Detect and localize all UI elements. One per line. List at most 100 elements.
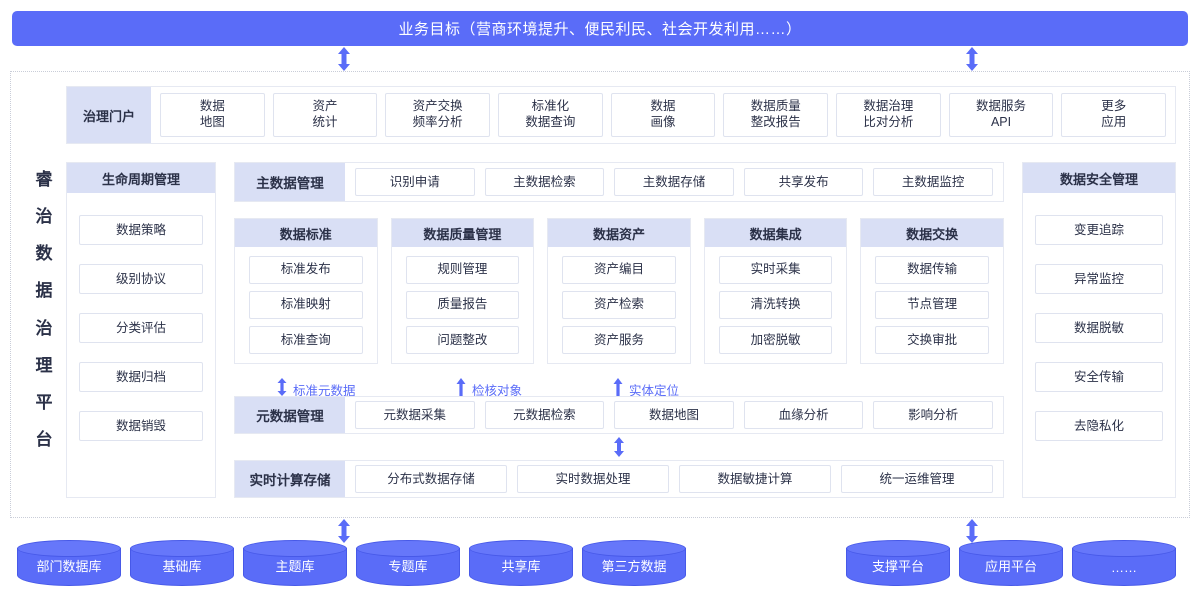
portal-item[interactable]: 数据 地图: [160, 93, 265, 137]
capability-item[interactable]: 清洗转换: [718, 290, 833, 319]
metadata-management-label: 元数据管理: [235, 397, 345, 433]
master-data-item[interactable]: 主数据检索: [484, 168, 605, 196]
realtime-item[interactable]: 分布式数据存储: [355, 465, 507, 493]
lifecycle-item[interactable]: 数据归档: [79, 362, 203, 392]
master-data-item[interactable]: 识别申请: [355, 168, 475, 196]
capability-item[interactable]: 规则管理: [405, 255, 520, 284]
cylinder-top: [959, 540, 1063, 557]
capability-column-title: 数据交换: [861, 219, 1003, 247]
security-item[interactable]: 安全传输: [1035, 362, 1163, 392]
lifecycle-item[interactable]: 数据销毁: [79, 411, 203, 441]
security-item[interactable]: 去隐私化: [1035, 411, 1163, 441]
data-source-cylinder[interactable]: 专题库: [356, 540, 460, 586]
lifecycle-item[interactable]: 分类评估: [79, 313, 203, 343]
data-source-cylinder[interactable]: 共享库: [469, 540, 573, 586]
capability-item[interactable]: 标准发布: [249, 255, 363, 284]
annotation-label: 检核对象: [472, 384, 523, 398]
metadata-item[interactable]: 血缘分析: [743, 401, 864, 429]
security-item[interactable]: 数据脱敏: [1035, 313, 1163, 343]
capability-item[interactable]: 资产服务: [562, 326, 676, 355]
capability-column-items: 实时采集 清洗转换 加密脱敏: [705, 247, 847, 363]
portal-item-line1: 资产交换: [412, 99, 463, 114]
portal-item-line1: 标准化: [531, 99, 570, 114]
portal-item[interactable]: 资产交换 频率分析: [385, 93, 491, 137]
portal-item-line2: 比对分析: [863, 115, 914, 129]
capability-item[interactable]: 交换审批: [875, 326, 989, 355]
governance-portal-label: 治理门户: [67, 87, 151, 143]
capability-item[interactable]: 问题整改: [405, 326, 520, 355]
metadata-management-items: 元数据采集 元数据检索 数据地图 血缘分析 影响分析: [345, 397, 1003, 433]
lifecycle-management-title: 生命周期管理: [67, 163, 215, 193]
master-data-item[interactable]: 主数据存储: [614, 168, 734, 196]
metadata-item[interactable]: 元数据采集: [355, 401, 475, 429]
cylinder-top: [17, 540, 121, 557]
capability-item[interactable]: 标准映射: [249, 290, 363, 319]
portal-item[interactable]: 数据服务 API: [948, 93, 1054, 137]
annotation-label: 标准元数据: [293, 384, 356, 398]
cylinder-label: 第三方数据: [601, 559, 667, 574]
annotation-entity-location: 实体定位: [612, 378, 679, 401]
platform-vertical-title: 睿 治 数 据 治 理 平 台: [24, 165, 64, 450]
metadata-item[interactable]: 数据地图: [614, 401, 734, 429]
lifecycle-item[interactable]: 级别协议: [79, 264, 203, 294]
portal-item[interactable]: 数据质量 整改报告: [723, 93, 829, 137]
capability-item[interactable]: 加密脱敏: [718, 326, 833, 355]
realtime-item[interactable]: 实时数据处理: [517, 465, 669, 493]
realtime-item[interactable]: 数据敏捷计算: [679, 465, 831, 493]
platform-cylinder[interactable]: 支撑平台: [846, 540, 950, 586]
capability-item[interactable]: 资产检索: [562, 290, 676, 319]
data-source-cylinder[interactable]: 第三方数据: [582, 540, 686, 586]
master-data-item[interactable]: 共享发布: [743, 168, 864, 196]
capability-item[interactable]: 质量报告: [405, 290, 520, 319]
capability-column-data-integration: 数据集成 实时采集 清洗转换 加密脱敏: [703, 218, 848, 364]
cylinder-label: 基础库: [162, 559, 202, 574]
cylinder-top: [130, 540, 234, 557]
connector-arrow-metadata-realtime: [611, 437, 627, 457]
capability-item[interactable]: 数据传输: [875, 255, 989, 284]
platform-title-char: 治: [35, 207, 53, 227]
portal-item-line2: 统计: [312, 115, 338, 129]
platform-cylinder[interactable]: 应用平台: [959, 540, 1063, 586]
security-item[interactable]: 变更追踪: [1035, 215, 1163, 245]
business-goal-banner: 业务目标（营商环境提升、便民利民、社会开发利用……）: [12, 11, 1188, 46]
metadata-item[interactable]: 影响分析: [873, 401, 993, 429]
capability-item[interactable]: 实时采集: [718, 255, 833, 284]
realtime-compute-storage-label: 实时计算存储: [235, 461, 345, 497]
data-source-cylinder[interactable]: 主题库: [243, 540, 347, 586]
capability-item[interactable]: 标准查询: [249, 326, 363, 355]
portal-item-line2: 整改报告: [750, 115, 801, 129]
capability-column-title: 数据集成: [704, 219, 847, 247]
cylinder-label: 应用平台: [984, 559, 1037, 574]
connector-arrow-banner-right: [964, 47, 980, 71]
master-data-row: 主数据管理 识别申请 主数据检索 主数据存储 共享发布 主数据监控: [234, 162, 1004, 202]
portal-item[interactable]: 资产 统计: [272, 93, 378, 137]
realtime-item[interactable]: 统一运维管理: [841, 465, 993, 493]
capability-column-title: 数据标准: [235, 219, 377, 247]
capability-item[interactable]: 资产编目: [562, 255, 676, 284]
lifecycle-item[interactable]: 数据策略: [79, 215, 203, 245]
portal-item[interactable]: 更多 应用: [1061, 93, 1167, 137]
cylinder-label: 专题库: [388, 559, 428, 574]
master-data-item[interactable]: 主数据监控: [873, 168, 993, 196]
capability-item[interactable]: 节点管理: [875, 290, 989, 319]
metadata-item[interactable]: 元数据检索: [484, 401, 605, 429]
up-arrow-icon: [612, 378, 624, 401]
governance-portal-items: 数据 地图 资产 统计 资产交换 频率分析 标准化 数据查询 数据 画像 数据质…: [151, 87, 1175, 143]
data-source-cylinder[interactable]: 基础库: [130, 540, 234, 586]
cylinder-top: [469, 540, 573, 557]
cylinder-top: [243, 540, 347, 557]
governance-portal-row: 治理门户 数据 地图 资产 统计 资产交换 频率分析 标准化 数据查询 数据 画…: [66, 86, 1176, 144]
platform-cylinder[interactable]: ……: [1072, 540, 1176, 586]
portal-item-line2: 应用: [1101, 115, 1127, 129]
portal-item[interactable]: 标准化 数据查询: [498, 93, 603, 137]
portal-item[interactable]: 数据 画像: [610, 93, 716, 137]
capability-column-title: 数据质量管理: [391, 219, 534, 247]
platform-title-char: 平: [35, 392, 53, 412]
metadata-management-row: 元数据管理 元数据采集 元数据检索 数据地图 血缘分析 影响分析: [234, 396, 1004, 434]
cylinder-label: 部门数据库: [36, 559, 102, 574]
portal-item[interactable]: 数据治理 比对分析: [836, 93, 941, 137]
data-source-cylinder[interactable]: 部门数据库: [17, 540, 121, 586]
data-security-panel: 数据安全管理 变更追踪 异常监控 数据脱敏 安全传输 去隐私化: [1022, 162, 1176, 498]
security-item[interactable]: 异常监控: [1035, 264, 1163, 294]
cylinder-top: [356, 540, 460, 557]
